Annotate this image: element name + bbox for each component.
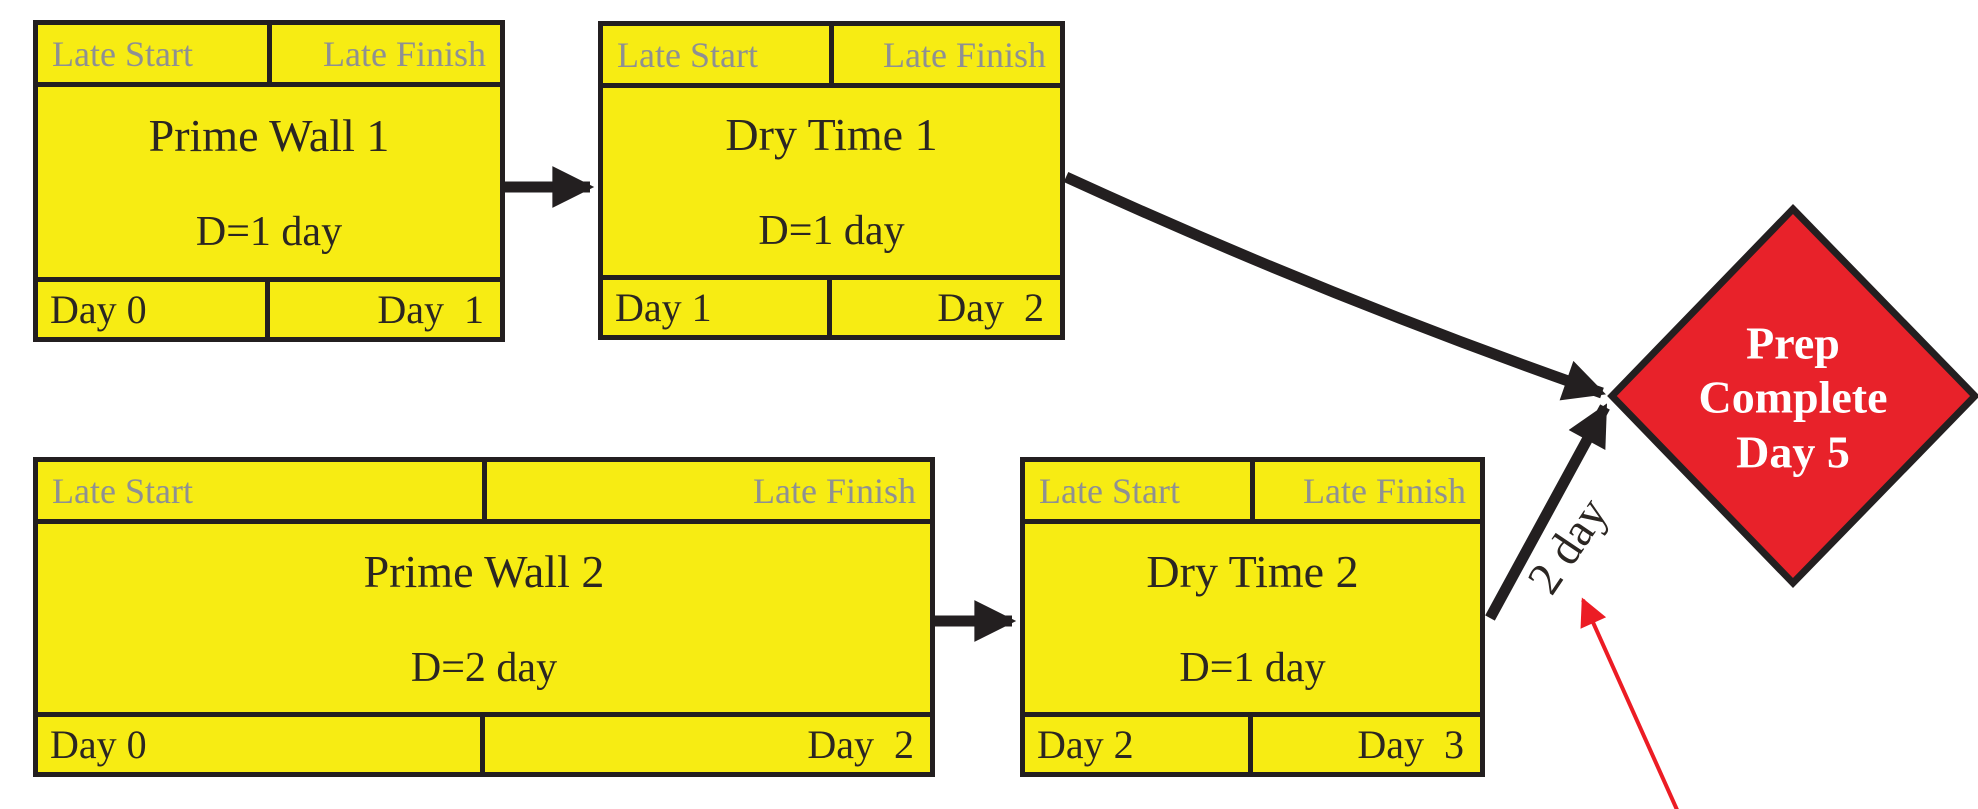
start-day: Day 2 [1025, 717, 1253, 772]
day-row: Day 1 Day 2 [603, 275, 1060, 335]
task-body: Dry Time 2 D=1 day [1025, 524, 1480, 712]
finish-day: Day 2 [807, 722, 914, 767]
milestone-line-3: Day 5 [1736, 426, 1850, 478]
task-body: Prime Wall 1 D=1 day [38, 87, 500, 277]
late-finish-label: Late Finish [753, 470, 916, 511]
finish-day: Day 3 [1357, 722, 1464, 767]
callout-arrow [1580, 597, 1679, 809]
task-title: Dry Time 1 [725, 109, 938, 160]
task-title: Prime Wall 1 [148, 109, 390, 161]
start-day: Day 0 [38, 282, 270, 337]
finish-day: Day 1 [377, 287, 484, 332]
task-node-dry-time-1: Late Start Late Finish Dry Time 1 D=1 da… [598, 21, 1065, 340]
day-row: Day 2 Day 3 [1025, 712, 1480, 772]
day-row: Day 0 Day 2 [38, 712, 930, 772]
edge-dry-time-1-to-milestone [1063, 172, 1606, 401]
task-node-prime-wall-1: Late Start Late Finish Prime Wall 1 D=1 … [33, 20, 505, 342]
task-body: Prime Wall 2 D=2 day [38, 524, 930, 712]
task-duration: D=2 day [410, 644, 558, 691]
late-row: Late Start Late Finish [1025, 462, 1480, 524]
start-day: Day 0 [38, 717, 485, 772]
late-finish-label: Late Finish [883, 34, 1046, 75]
finish-day: Day 2 [937, 285, 1044, 330]
edge-dry-time-2-to-milestone [1485, 403, 1610, 621]
task-body: Dry Time 1 D=1 day [603, 88, 1060, 275]
task-duration: D=1 day [758, 208, 905, 254]
start-day: Day 1 [603, 280, 832, 335]
milestone-line-2: Complete [1698, 371, 1888, 423]
late-start-label: Late Start [38, 462, 487, 519]
late-finish-label: Late Finish [323, 33, 486, 74]
late-start-label: Late Start [603, 26, 834, 83]
task-duration: D=1 day [1179, 644, 1326, 691]
late-start-label: Late Start [38, 25, 272, 82]
task-title: Dry Time 2 [1146, 545, 1359, 597]
late-row: Late Start Late Finish [38, 25, 500, 87]
milestone-prep-complete: Prep Complete Day 5 [1698, 317, 1887, 480]
day-row: Day 0 Day 1 [38, 277, 500, 337]
task-duration: D=1 day [195, 208, 343, 255]
task-node-dry-time-2: Late Start Late Finish Dry Time 2 D=1 da… [1020, 457, 1485, 777]
task-node-prime-wall-2: Late Start Late Finish Prime Wall 2 D=2 … [33, 457, 935, 777]
late-row: Late Start Late Finish [38, 462, 930, 524]
milestone-line-1: Prep [1746, 317, 1840, 369]
milestone-diamond [1607, 203, 1978, 589]
late-start-label: Late Start [1025, 462, 1255, 519]
late-row: Late Start Late Finish [603, 26, 1060, 88]
late-finish-label: Late Finish [1303, 470, 1466, 511]
task-title: Prime Wall 2 [363, 545, 605, 597]
